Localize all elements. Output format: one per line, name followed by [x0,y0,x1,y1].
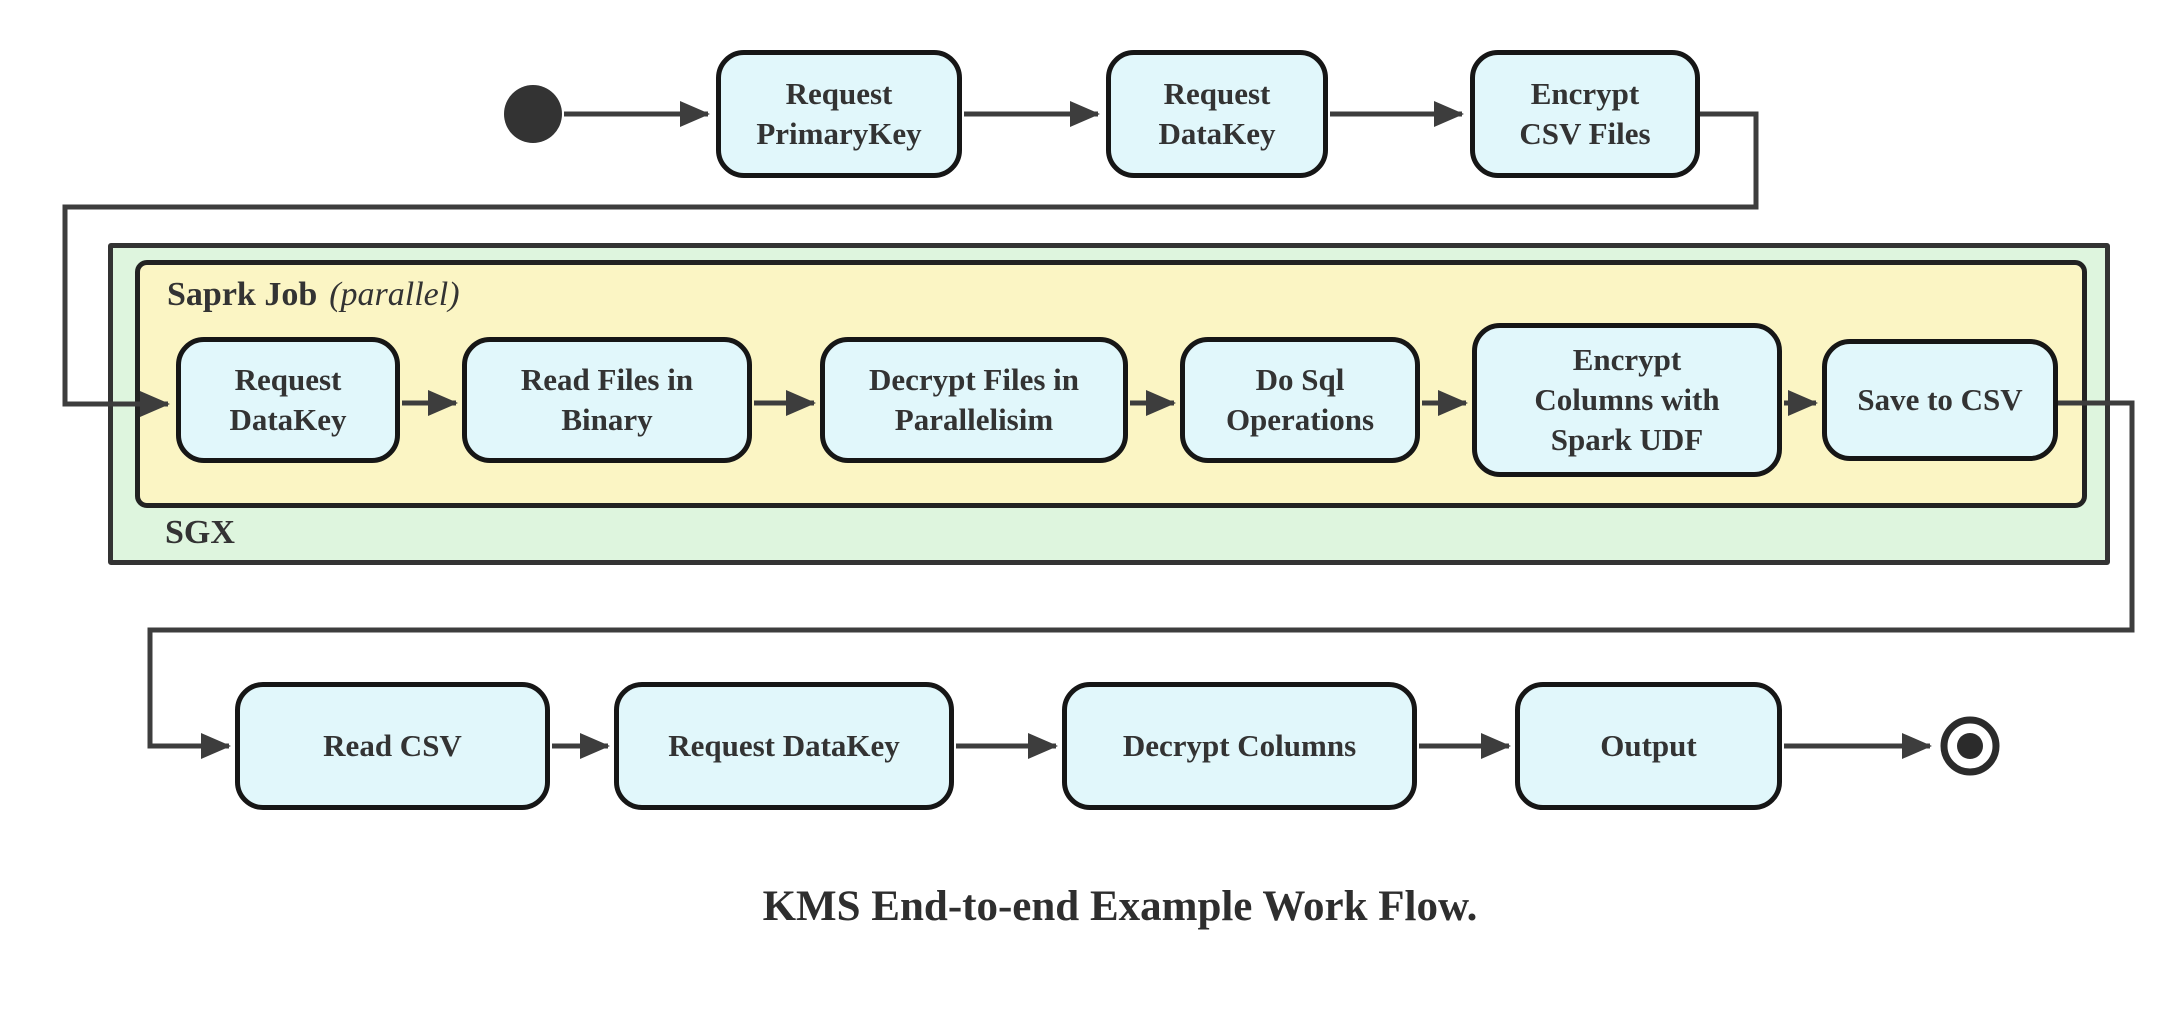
node-output: Output [1515,682,1782,810]
final-state-outer-ring-icon [1940,716,2000,776]
node-encrypt-csv-files: Encrypt CSV Files [1470,50,1700,178]
node-request-datakey-top: Request DataKey [1106,50,1328,178]
spark-job-label-italic: (parallel) [329,276,460,313]
node-decrypt-files-in-parallelism: Decrypt Files in Parallelisim [820,337,1128,463]
node-encrypt-columns-with-spark-udf: Encrypt Columns with Spark UDF [1472,323,1782,477]
spark-job-label-bold: Saprk Job [167,276,318,313]
spark-job-label: Saprk Job (parallel) [167,276,460,314]
initial-state-icon [504,85,562,143]
node-request-primarykey: Request PrimaryKey [716,50,962,178]
node-save-to-csv: Save to CSV [1822,339,2058,461]
node-request-datakey-client: Request DataKey [614,682,954,810]
sgx-label: SGX [165,514,235,551]
node-decrypt-columns: Decrypt Columns [1062,682,1417,810]
node-read-files-in-binary: Read Files in Binary [462,337,752,463]
diagram-caption: KMS End-to-end Example Work Flow. [762,883,1478,930]
node-request-datakey-sgx: Request DataKey [176,337,400,463]
final-state-inner-dot-icon [1957,733,1983,759]
node-do-sql-operations: Do Sql Operations [1180,337,1420,463]
node-read-csv: Read CSV [235,682,550,810]
